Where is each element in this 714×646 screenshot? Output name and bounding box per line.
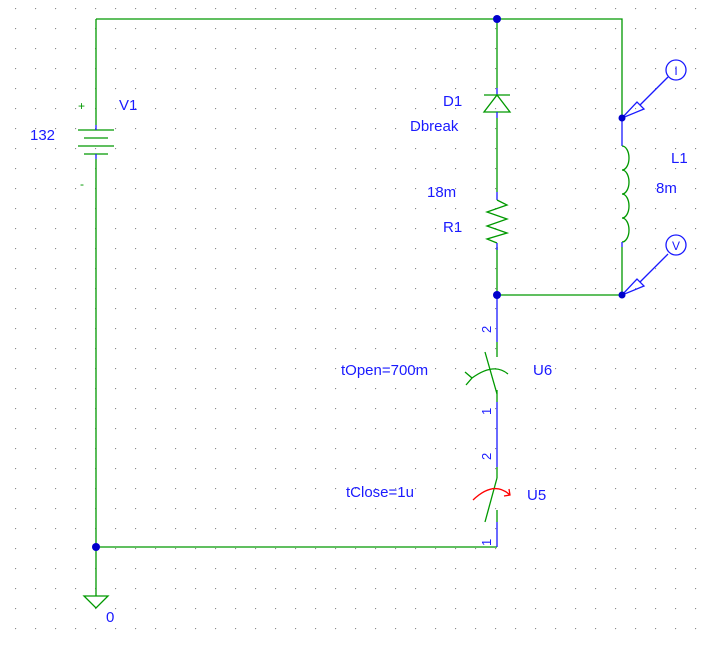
d1-model: Dbreak — [410, 118, 459, 135]
u5-pin2: 2 — [479, 453, 494, 460]
l1-name: L1 — [671, 150, 688, 167]
wire-top — [96, 18, 623, 118]
diode-d1[interactable] — [482, 88, 512, 118]
resistor-r1[interactable] — [485, 192, 510, 250]
u6-pin2: 2 — [479, 326, 494, 333]
voltage-probe-icon[interactable] — [621, 234, 687, 296]
v1-name: V1 — [119, 97, 137, 114]
wires — [95, 18, 623, 596]
battery-v1[interactable] — [78, 125, 114, 159]
r1-value: 18m — [427, 184, 456, 201]
v1-value: 132 — [30, 127, 55, 144]
junction-dot — [493, 291, 501, 299]
voltage-probe-symbol: V — [672, 239, 680, 253]
switch-u5[interactable] — [472, 440, 511, 547]
v1-plus-sign: + — [78, 99, 85, 113]
current-probe-symbol: I — [674, 64, 677, 78]
junction-dot — [493, 15, 501, 23]
u6-param: tOpen=700m — [341, 362, 428, 379]
switch-u6[interactable] — [464, 295, 509, 440]
ground-icon[interactable] — [82, 595, 110, 609]
ground-label: 0 — [106, 609, 114, 626]
probe-node-dot — [618, 291, 626, 299]
junction-dots — [92, 15, 626, 551]
u5-name: U5 — [527, 487, 546, 504]
v1-minus-sign: - — [80, 177, 84, 191]
u6-name: U6 — [533, 362, 552, 379]
probe-node-dot — [618, 114, 626, 122]
inductor-l1[interactable] — [621, 118, 630, 247]
d1-name: D1 — [443, 93, 462, 110]
r1-name: R1 — [443, 219, 462, 236]
u6-pin1: 1 — [479, 408, 494, 415]
current-probe-icon[interactable] — [621, 59, 687, 119]
u5-param: tClose=1u — [346, 484, 414, 501]
junction-dot — [92, 543, 100, 551]
l1-value: 8m — [656, 180, 677, 197]
u5-pin1: 1 — [479, 539, 494, 546]
